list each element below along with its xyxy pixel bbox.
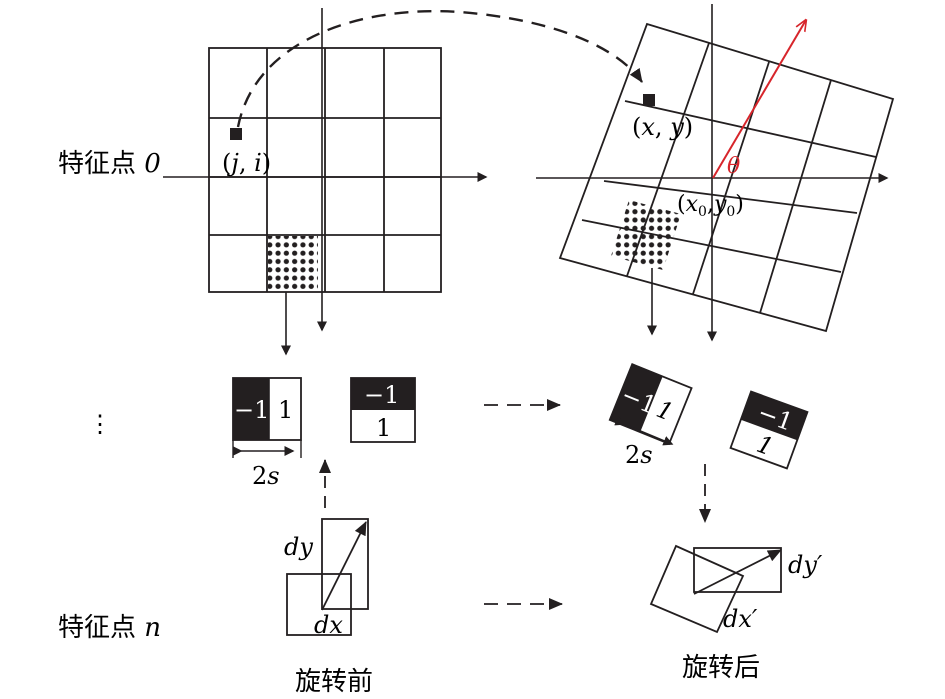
- rotated-sample-region-dots: [611, 200, 681, 270]
- rotated-gradient-dy-label: dy′: [788, 551, 823, 579]
- target-point-marker: [643, 94, 655, 106]
- rotated-haar-width-dimension: [614, 416, 674, 446]
- haar-y-filter: −1 1: [350, 377, 416, 443]
- gradient-dy-label: dy: [284, 533, 313, 561]
- rotated-gradient-boxes: [649, 544, 782, 634]
- rotated-gradient-dx-label: dx′: [723, 605, 758, 633]
- rotation-mapping-arrow: [236, 10, 643, 128]
- source-point-marker: [230, 128, 242, 140]
- rotated-haar-x-filter: −1 1: [608, 363, 693, 445]
- gradient-vector: [321, 521, 367, 611]
- before-rotation-caption: 旋转前: [295, 667, 373, 697]
- orientation-angle-label: θ: [727, 154, 740, 179]
- gradient-boxes: [286, 518, 369, 636]
- after-rotation-caption: 旋转后: [682, 653, 760, 683]
- source-point-label: (j, i): [222, 149, 271, 177]
- feature-0-label: 特征点 0: [58, 149, 161, 179]
- source-axes: [163, 8, 488, 332]
- haar-x-filter: −1 1: [232, 377, 302, 441]
- haar-y-neg-label: −1: [364, 381, 399, 409]
- rotated-haar-y-pos-label: 1: [753, 430, 777, 462]
- center-point-label: (x0,y0): [677, 192, 744, 220]
- vertical-ellipsis: ⋮: [88, 410, 112, 438]
- target-point-label: (x, y): [632, 113, 693, 141]
- feature-n-label: 特征点 n: [58, 613, 161, 643]
- rotated-haar-y-filter: −1 1: [729, 390, 809, 470]
- dominant-orientation-arrow: [712, 20, 806, 179]
- sample-region-dots: [268, 236, 318, 291]
- gradient-dx-label: dx: [314, 611, 343, 639]
- haar-width-label: 2s: [252, 462, 280, 490]
- rotated-axes: [536, 4, 889, 342]
- rotated-gradient-vector: [693, 549, 782, 595]
- haar-y-pos-label: 1: [376, 414, 391, 442]
- haar-width-dimension: [232, 440, 302, 458]
- haar-x-neg-label: −1: [234, 396, 269, 424]
- rotated-haar-width-label: 2s: [625, 441, 653, 469]
- haar-x-pos-label: 1: [278, 396, 293, 424]
